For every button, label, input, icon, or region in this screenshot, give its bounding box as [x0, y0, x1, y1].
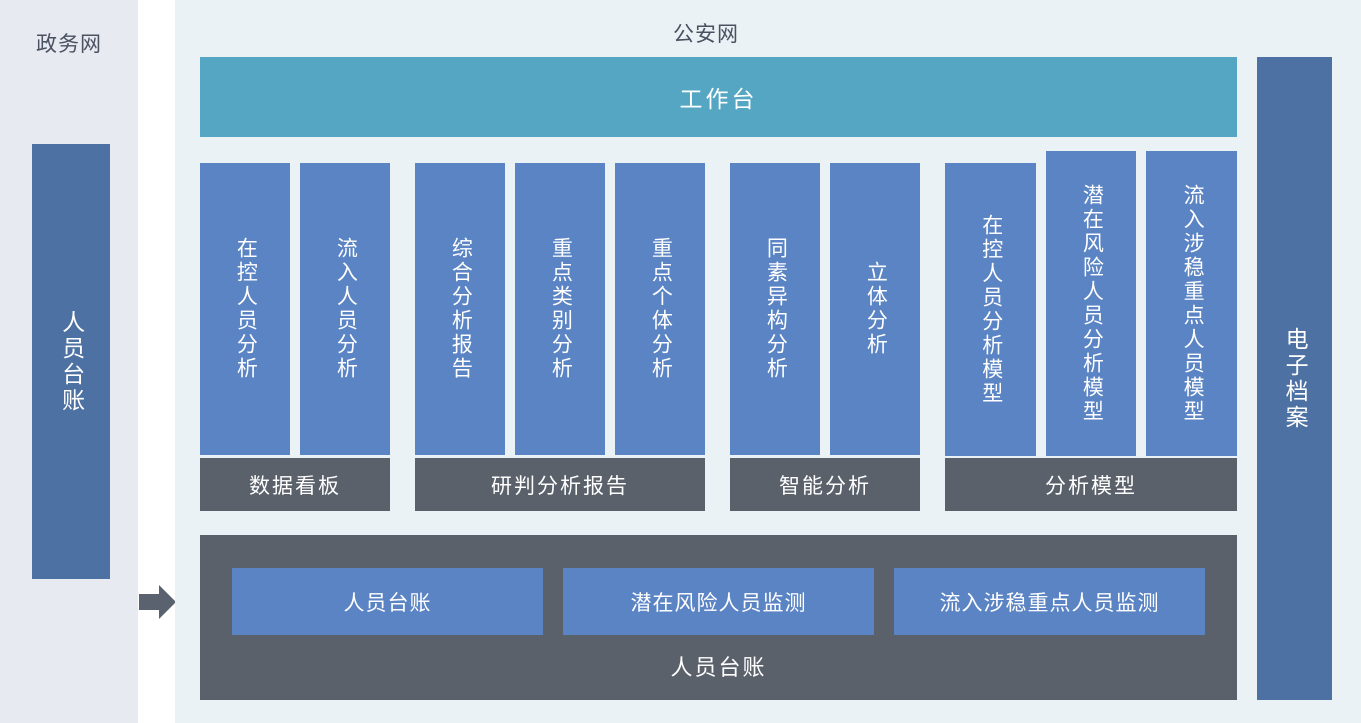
personnel-ledger-panel: 人员台账 潜在风险人员监测 流入涉稳重点人员监测 人员台账: [200, 535, 1237, 700]
model-zaikong-renyuan-fenxi-moxing[interactable]: 在控人员分析模型: [945, 163, 1036, 456]
personnel-ledger-caption: 人员台账: [670, 655, 767, 680]
module-label: 综合分析报告: [449, 237, 473, 381]
gov-personnel-ledger-label: 人员台账: [58, 309, 85, 414]
group-data-dashboard-bars: 在控人员分析 流入人员分析: [200, 163, 390, 455]
group-footer-intelligent-analysis[interactable]: 智能分析: [730, 458, 920, 511]
arrow-right-icon: [139, 585, 176, 619]
workbench-bar[interactable]: 工作台: [200, 57, 1237, 137]
module-tongsu-yigou-fenxi[interactable]: 同素异构分析: [730, 163, 820, 455]
police-network-title: 公安网: [673, 23, 739, 46]
group-intelligent-analysis: 同素异构分析 立体分析 智能分析: [730, 163, 920, 511]
module-label: 重点个体分析: [649, 237, 673, 381]
group-footer-label: 智能分析: [779, 474, 871, 498]
group-judgment-report-bars: 综合分析报告 重点类别分析 重点个体分析: [415, 163, 705, 455]
ledger-box-label: 潜在风险人员监测: [630, 591, 807, 615]
module-label: 流入人员分析: [334, 237, 358, 381]
group-analysis-model-bars: 在控人员分析模型 潜在风险人员分析模型 流入涉稳重点人员模型: [945, 151, 1238, 456]
module-liuru-renyuan-fenxi[interactable]: 流入人员分析: [300, 163, 390, 455]
capability-groups-band: 在控人员分析 流入人员分析 数据看板 综合分析报告 重点类别分析 重点个: [200, 151, 1238, 511]
group-data-dashboard: 在控人员分析 流入人员分析 数据看板: [200, 163, 390, 511]
group-footer-analysis-model[interactable]: 分析模型: [945, 458, 1237, 511]
module-label: 在控人员分析: [234, 237, 258, 381]
module-zonghe-fenxi-baogao[interactable]: 综合分析报告: [415, 163, 505, 455]
group-footer-label: 研判分析报告: [491, 474, 629, 498]
group-footer-data-dashboard[interactable]: 数据看板: [200, 458, 390, 511]
gov-personnel-ledger-bar[interactable]: 人员台账: [32, 144, 110, 579]
module-label: 重点类别分析: [549, 237, 573, 381]
group-judgment-report: 综合分析报告 重点类别分析 重点个体分析 研判分析报告: [415, 163, 705, 511]
module-zaikong-renyuan-fenxi[interactable]: 在控人员分析: [200, 163, 290, 455]
group-footer-label: 数据看板: [249, 474, 341, 498]
group-intelligent-analysis-bars: 同素异构分析 立体分析: [730, 163, 920, 455]
ledger-box-liuru-shewen-zhongdian-renyuan-jiance[interactable]: 流入涉稳重点人员监测: [894, 568, 1205, 635]
group-footer-label: 分析模型: [1045, 474, 1137, 498]
group-footer-judgment-report[interactable]: 研判分析报告: [415, 458, 705, 511]
ledger-box-label: 流入涉稳重点人员监测: [939, 591, 1160, 615]
gov-network-title: 政务网: [36, 33, 102, 56]
ledger-box-qianzai-fengxian-renyuan-jiance[interactable]: 潜在风险人员监测: [563, 568, 874, 635]
ledger-box-label: 人员台账: [343, 591, 432, 615]
module-label: 潜在风险人员分析模型: [1080, 183, 1104, 424]
module-zhongdian-geti-fenxi[interactable]: 重点个体分析: [615, 163, 705, 455]
personnel-ledger-boxes: 人员台账 潜在风险人员监测 流入涉稳重点人员监测: [232, 568, 1205, 635]
police-network-panel: 公安网 工作台 在控人员分析 流入人员分析 数据看板 综合分析报告: [175, 0, 1361, 723]
group-analysis-model: 在控人员分析模型 潜在风险人员分析模型 流入涉稳重点人员模型 分析模型: [945, 151, 1238, 511]
module-label: 立体分析: [864, 261, 888, 357]
module-zhongdian-leibie-fenxi[interactable]: 重点类别分析: [515, 163, 605, 455]
module-label: 同素异构分析: [764, 237, 788, 381]
electronic-archive-bar[interactable]: 电子档案: [1257, 57, 1332, 700]
model-qianzai-fengxian-renyuan-fenxi-moxing[interactable]: 潜在风险人员分析模型: [1045, 151, 1137, 456]
module-label: 在控人员分析模型: [979, 213, 1003, 406]
model-liuru-shewen-zhongdian-renyuan-moxing[interactable]: 流入涉稳重点人员模型: [1146, 151, 1238, 456]
ledger-box-renyuan-taizhang[interactable]: 人员台账: [232, 568, 543, 635]
module-label: 流入涉稳重点人员模型: [1181, 183, 1205, 424]
gov-network-panel: 政务网 人员台账: [0, 0, 138, 723]
module-liti-fenxi[interactable]: 立体分析: [830, 163, 920, 455]
workbench-label: 工作台: [679, 86, 758, 112]
electronic-archive-label: 电子档案: [1282, 326, 1309, 431]
